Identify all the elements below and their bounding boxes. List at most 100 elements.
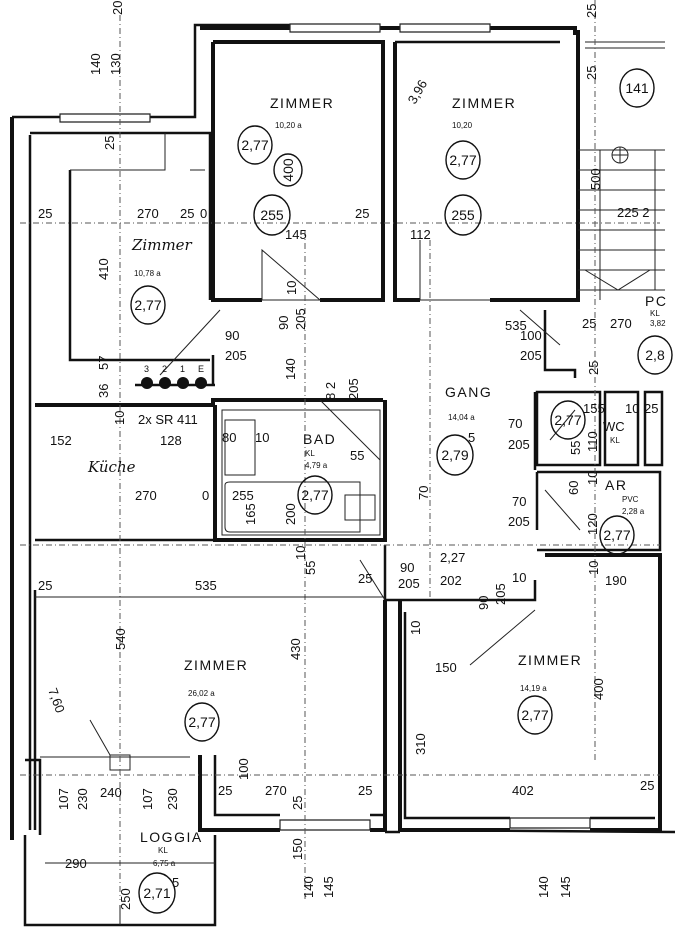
dimension-label: 90 [225, 328, 239, 343]
dimension-label: 270 [265, 783, 287, 798]
dimension-label: 0 [200, 206, 207, 221]
dimension-label: 10 [284, 281, 299, 295]
dimension-label: 10 [586, 561, 601, 575]
dimension-label: 90 [400, 560, 414, 575]
room-sub-ar: PVC [622, 495, 639, 504]
level-marker: 255 [444, 194, 482, 236]
dimension-label: 155 [583, 401, 605, 416]
level-marker: 2,77 [599, 515, 635, 555]
dimension-label: 140 [283, 358, 298, 380]
dimension-label: 10 [585, 471, 600, 485]
room-area-pc: 3,82 [650, 319, 666, 328]
dimension-label: 200 [283, 503, 298, 525]
room-area-ar: 2,28 a [622, 507, 645, 516]
level-marker: 400 [273, 153, 303, 187]
room-labels: ZIMMER 10,20 a ZIMMER 10,20 Zimmer 10,78… [87, 95, 667, 890]
dimension-label: 2,27 [440, 550, 465, 565]
dimension-label: 25 [290, 796, 305, 810]
dimension-label: 140 [301, 876, 316, 898]
room-label-zimmer-big: ZIMMER [184, 657, 248, 673]
dimension-label: 230 [165, 788, 180, 810]
dimension-label: 70 [416, 486, 431, 500]
room-label-gang: GANG [445, 384, 492, 400]
room-label-ar: AR [605, 477, 627, 493]
dimension-label: 25 [38, 578, 52, 593]
dimension-label: 140 [88, 53, 103, 75]
dimension-label: 107 [140, 788, 155, 810]
svg-text:2,77: 2,77 [521, 707, 548, 723]
level-marker: 141 [619, 68, 655, 108]
room-area-loggia: 6,75 a [153, 859, 176, 868]
dimension-label: 20 [110, 1, 125, 15]
dimension-label: 255 [232, 488, 254, 503]
room-label-wc: WC [603, 419, 625, 434]
level-marker: 2,77 [550, 400, 586, 440]
dimension-label: 70 [508, 416, 522, 431]
svg-text:255: 255 [451, 207, 475, 223]
dimension-label: 205 [520, 348, 542, 363]
dimension-label: 55 [303, 561, 318, 575]
level-marker: 2,77 [297, 475, 333, 515]
room-area-zimmer-big: 26,02 a [188, 689, 215, 698]
dimension-label: 0 [202, 488, 209, 503]
dimension-label: 10 [255, 430, 269, 445]
level-marker: 2,77 [445, 140, 481, 180]
room-label-bad: BAD [303, 431, 336, 447]
dimension-label: 55 [350, 448, 364, 463]
dimension-label: 190 [605, 573, 627, 588]
room-sub-loggia: KL [158, 846, 168, 855]
dimension-label: 100 [236, 758, 251, 780]
svg-text:2,77: 2,77 [449, 152, 476, 168]
dimension-label: 290 [65, 856, 87, 871]
dimension-label: 100 [520, 328, 542, 343]
dimension-label: 25 [586, 361, 601, 375]
dimension-label: 120 [585, 513, 600, 535]
dimension-label: 205 [493, 583, 508, 605]
svg-text:141: 141 [625, 80, 649, 96]
dimension-label: 535 [195, 578, 217, 593]
meter-icon [141, 377, 153, 389]
meter-label: 1 [180, 364, 185, 374]
dimension-label: 205 [225, 348, 247, 363]
svg-text:2,77: 2,77 [603, 527, 630, 543]
dimension-label: 500 [588, 168, 603, 190]
room-area-zimmer-1: 10,20 a [275, 121, 302, 130]
meter-icon [159, 377, 171, 389]
dimension-label: 130 [108, 53, 123, 75]
room-area-zimmer-2: 10,20 [452, 121, 473, 130]
dimension-label: 310 [413, 733, 428, 755]
room-area-zimmer-right: 14,19 a [520, 684, 547, 693]
room-label-pc: PC [645, 293, 667, 309]
level-sup-loggia: 5 [172, 875, 179, 890]
dimension-label: 25 [644, 401, 658, 416]
meter-label: 2 [162, 364, 167, 374]
meter-icon [195, 377, 207, 389]
dimension-label: 145 [558, 876, 573, 898]
dimension-label: 8 2 [323, 382, 338, 400]
room-label-loggia: LOGGIA [140, 829, 203, 845]
dimension-label: 225 2 [617, 205, 650, 220]
dimension-label: 400 [591, 678, 606, 700]
staircase [578, 41, 665, 300]
dimension-label: 270 [137, 206, 159, 221]
level-marker: 2,77 [517, 695, 553, 735]
dimension-label: 90 [276, 316, 291, 330]
level-marker: 2,71 [138, 872, 176, 914]
dimension-label: 80 [222, 430, 236, 445]
dimension-label: 402 [512, 783, 534, 798]
dimension-label: 25 [218, 783, 232, 798]
room-label-zimmer-1: ZIMMER [270, 95, 334, 111]
level-marker: 2,8 [637, 335, 673, 375]
svg-text:400: 400 [280, 158, 296, 182]
dimension-label: 540 [113, 628, 128, 650]
dimension-label: 25 [582, 316, 596, 331]
kitchen-note: 2x SR 411 [138, 412, 198, 427]
dimension-label: 25 [584, 66, 599, 80]
dimension-label: 110 [585, 431, 600, 452]
svg-text:2,77: 2,77 [554, 412, 581, 428]
dimension-label: 7,60 [45, 686, 68, 715]
level-marker: 2,79 [436, 434, 474, 476]
level-marker: 2,77 [237, 125, 273, 165]
